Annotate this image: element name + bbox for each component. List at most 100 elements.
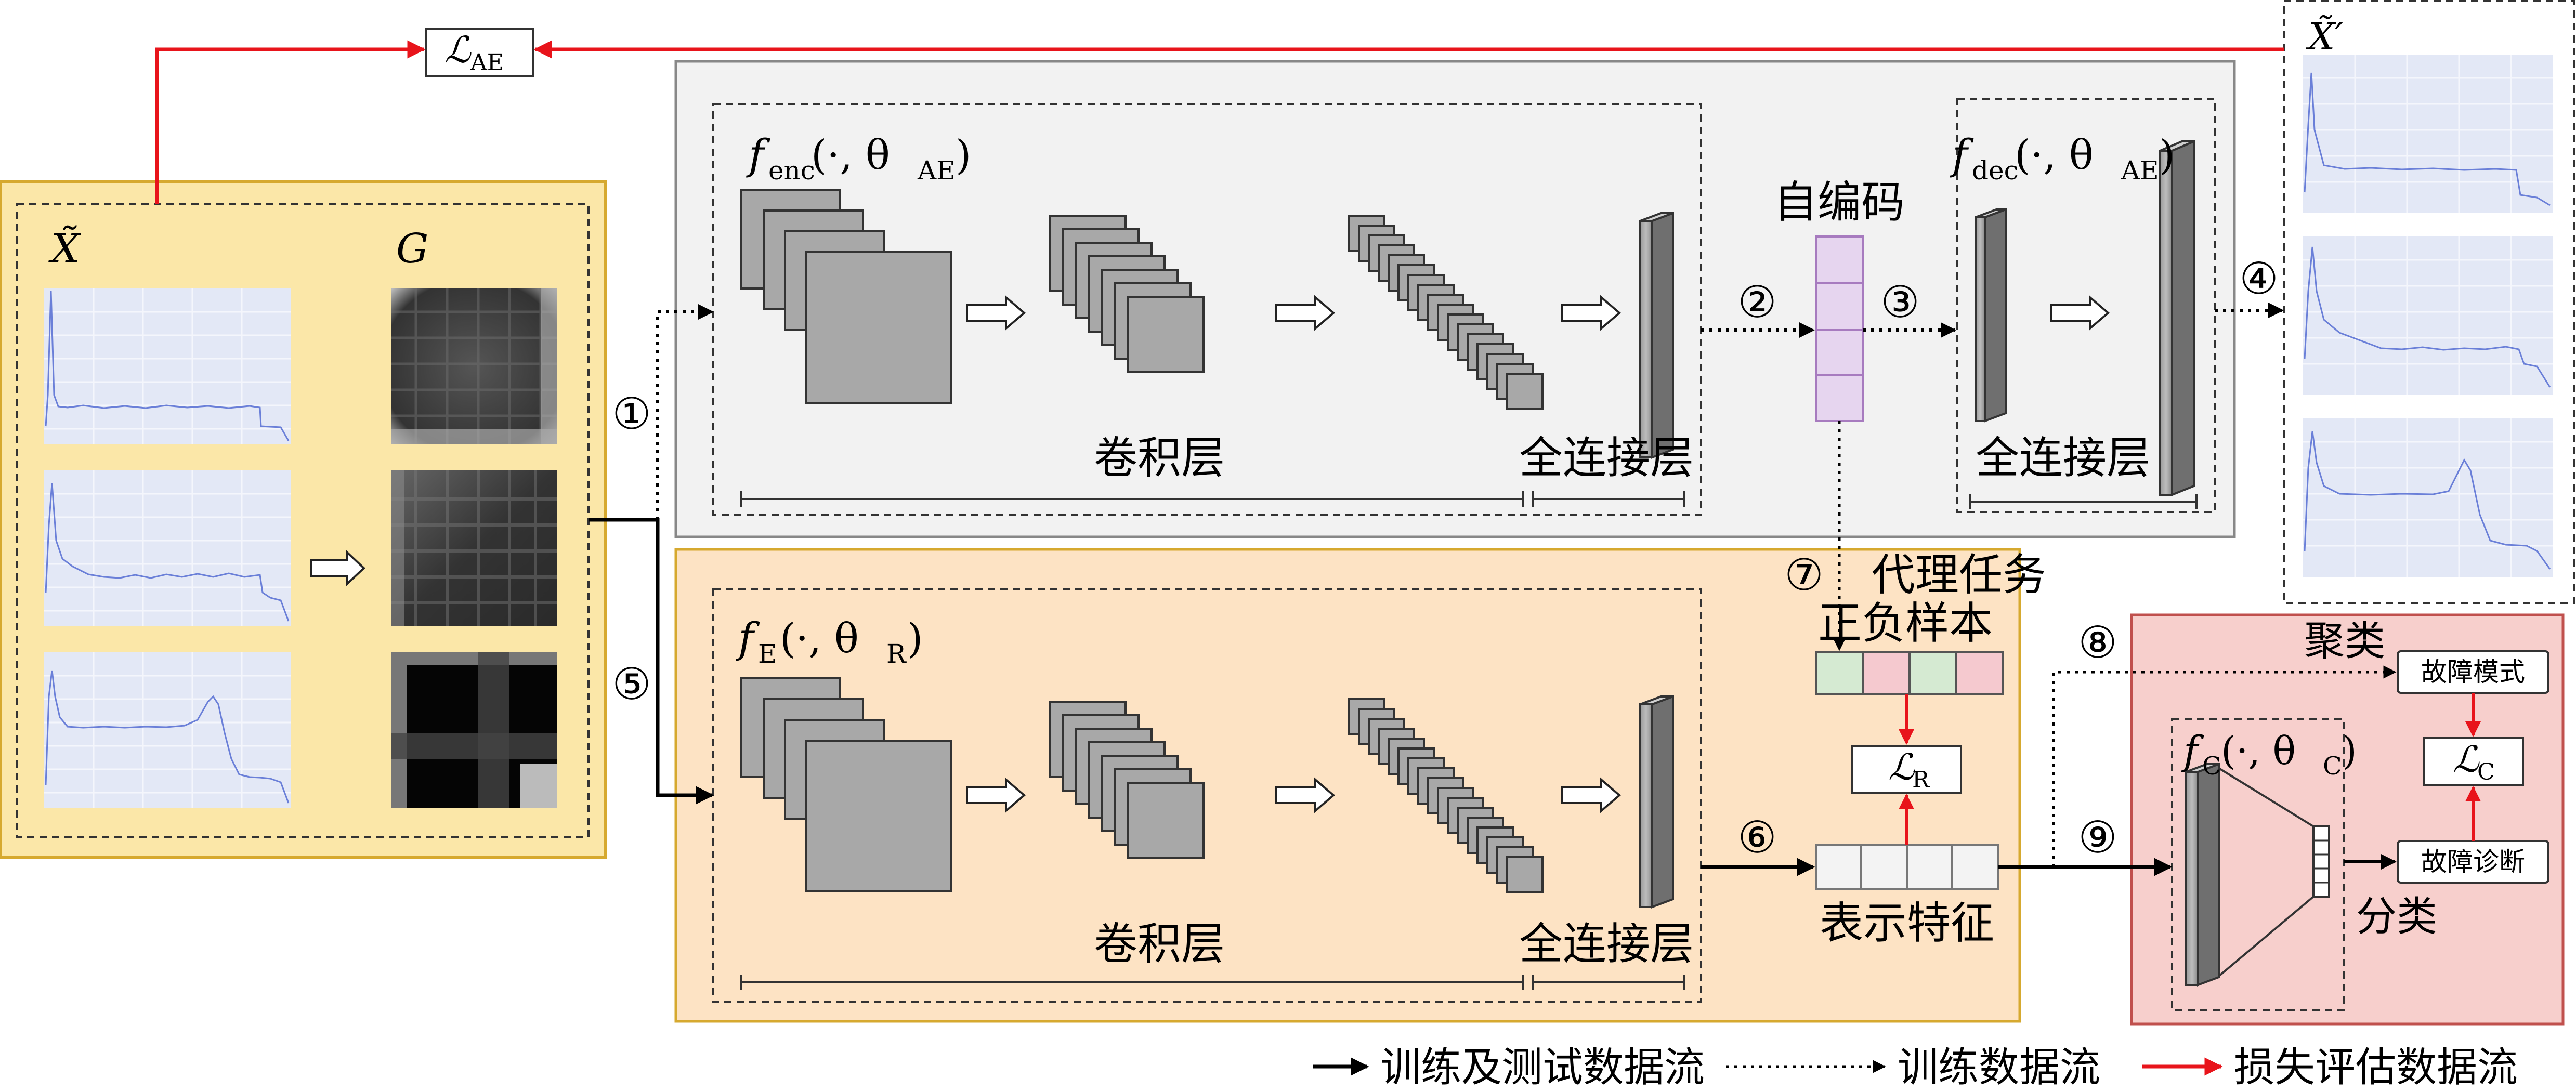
loss-ae-box: [425, 28, 534, 77]
svg-text:dec: dec: [1972, 155, 2019, 186]
gram-label: G: [396, 226, 428, 272]
decoder-dashed: [1956, 98, 2216, 513]
step-markers: ① ② ③ ④ ⑤ ⑥ ⑦ ⑧ ⑨: [612, 253, 2278, 863]
hollow-arrow-icon: [966, 295, 1026, 331]
gram-matrix-1: [391, 288, 557, 444]
svg-text:(·, θ: (·, θ: [780, 615, 859, 662]
hollow-arrow-icon: [1561, 777, 1622, 813]
svg-text:(·, θ: (·, θ: [811, 132, 890, 179]
legend-red-text: 损失评估数据流: [2234, 1044, 2518, 1091]
fc-layer-label-bottom: 全连接层: [1519, 918, 1694, 969]
svg-text:): ): [907, 615, 923, 662]
x-tilde-label: X̃: [48, 225, 82, 272]
representation-conv-stack-3: [1348, 698, 1544, 893]
reconstruction-plot-1: [2303, 55, 2553, 213]
representation-vector: [1815, 844, 1999, 890]
hollow-arrow-icon: [310, 550, 365, 586]
classification-label: 分类: [2356, 893, 2437, 940]
legend: 训练及测试数据流 训练数据流 损失评估数据流: [1313, 1044, 2518, 1091]
feature-map: [1506, 856, 1544, 893]
step-4: ④: [2239, 253, 2278, 304]
hollow-arrow-icon: [1275, 777, 1336, 813]
fault-diagnosis-label: 故障诊断: [2421, 847, 2525, 877]
svg-text:AE: AE: [917, 155, 956, 186]
loss-ae-symbol: ℒ: [444, 29, 472, 71]
conv-layer-label-top: 卷积层: [1094, 432, 1225, 483]
flow-lines: [155, 40, 2481, 876]
loss-c-subscript: C: [2477, 759, 2495, 785]
representation-conv-stack-1: [740, 677, 952, 892]
step-7: ⑦: [1784, 549, 1823, 600]
encoder-conv-stack-3: [1348, 215, 1544, 410]
fault-mode-label: 故障模式: [2421, 657, 2525, 687]
decoder-fc-bar-small: [1975, 208, 2007, 423]
feature-map: [1506, 373, 1544, 410]
svg-text:AE: AE: [2121, 155, 2159, 186]
function-label-c: f C (·, θ C ): [2181, 727, 2357, 781]
step-9: ⑨: [2078, 812, 2117, 863]
svg-text:): ): [2159, 132, 2175, 179]
step-8: ⑧: [2078, 617, 2117, 668]
step-5: ⑤: [612, 659, 651, 709]
representation-conv-stack-2: [1049, 701, 1205, 859]
loss-r-subscript: R: [1912, 767, 1930, 793]
hollow-arrow-icon: [1275, 295, 1336, 331]
pos-neg-samples-label: 正负样本: [1818, 598, 1993, 649]
gram-matrix-2: [391, 470, 557, 626]
representation-fc-bar: [1639, 695, 1674, 909]
svg-text:(·, θ: (·, θ: [2221, 729, 2296, 773]
encoder-dashed: [712, 103, 1702, 516]
fc-layer-label-decoder: 全连接层: [1976, 432, 2150, 483]
decoder-fc-bar-large: [2159, 139, 2195, 496]
step-6: ⑥: [1737, 812, 1776, 863]
autoencoder-code-label: 自编码: [1774, 177, 1905, 228]
classifier-network: [2185, 763, 2330, 987]
reconstruction-panel: X̃′: [2283, 0, 2575, 604]
hollow-arrow-icon: [1561, 295, 1622, 331]
function-label-enc: f enc (·, θ AE ): [746, 130, 971, 186]
svg-text:): ): [2342, 729, 2357, 773]
layer-brackets: [740, 491, 2198, 990]
loss-r-box: [1851, 745, 1962, 794]
gram-matrix-3: [391, 652, 557, 808]
legend-solid-text: 训练及测试数据流: [1380, 1044, 1705, 1091]
encoder-fc-bar: [1639, 212, 1674, 459]
representation-label: 表示特征: [1820, 898, 1994, 949]
hollow-arrow-icon: [966, 777, 1026, 813]
conv-layer-label-bottom: 卷积层: [1094, 918, 1225, 969]
pos-neg-samples: [1815, 651, 2004, 695]
proxy-task-label: 代理任务: [1872, 549, 2046, 600]
fc-layer-label-top: 全连接层: [1519, 432, 1694, 483]
svg-text:C: C: [2202, 752, 2221, 781]
signal-plot-1: [44, 288, 291, 444]
autoencoder-code-vector: [1815, 235, 1864, 422]
hollow-arrow-icon: [2050, 295, 2110, 331]
svg-text:E: E: [758, 639, 777, 669]
svg-text:): ): [956, 132, 971, 179]
reconstruction-plot-2: [2303, 236, 2553, 395]
encoder-conv-stack-1: [740, 189, 952, 404]
encoder-conv-stack-2: [1049, 215, 1205, 373]
input-panel: X̃ G: [0, 180, 607, 859]
svg-text:R: R: [886, 639, 907, 669]
svg-text:enc: enc: [768, 155, 815, 186]
signal-plot-2: [44, 470, 291, 626]
hollow-arrows: [966, 295, 2110, 813]
loss-ae-subscript: AE: [470, 49, 504, 76]
feature-map: [1127, 296, 1205, 373]
x-tilde-prime-label: X̃′: [2306, 15, 2344, 58]
clustering-label: 聚类: [2304, 618, 2385, 665]
reconstruction-plot-3: [2303, 418, 2553, 577]
signal-plot-3: [44, 652, 291, 808]
legend-dotted-text: 训练数据流: [1898, 1044, 2100, 1091]
svg-text:(·, θ: (·, θ: [2015, 132, 2094, 179]
feature-map: [1127, 782, 1205, 859]
step-2: ②: [1737, 277, 1776, 327]
loss-c-symbol: ℒ: [2453, 738, 2480, 781]
step-3: ③: [1880, 277, 1919, 327]
loss-r-symbol: ℒ: [1888, 746, 1915, 788]
svg-text:C: C: [2323, 752, 2342, 781]
step-1: ①: [612, 388, 651, 439]
loss-c-box: [2423, 737, 2524, 786]
